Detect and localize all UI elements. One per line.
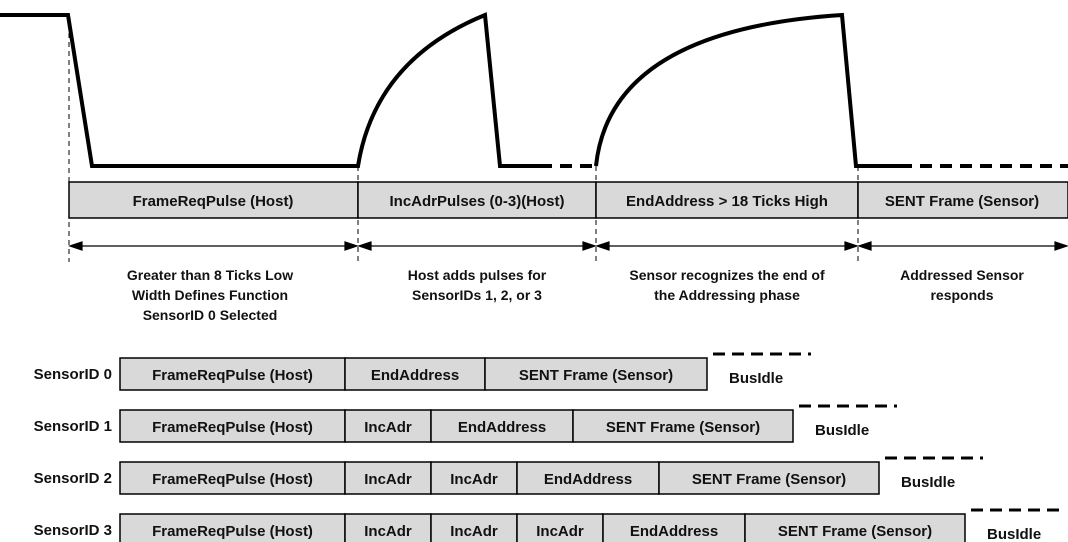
sensor-row-cell-label: IncAdr	[364, 471, 412, 488]
sensor-row-cell	[602, 513, 746, 542]
sensor-row-cell-label: FrameReqPulse (Host)	[152, 367, 313, 384]
waveform-trace	[0, 12, 540, 168]
bus-idle-label: BusIdle	[901, 474, 955, 491]
sensor-row-cell	[430, 409, 574, 443]
sensor-row-cell	[658, 461, 880, 495]
sensor-row-cell-label: SENT Frame (Sensor)	[606, 419, 760, 436]
sensor-row-cell-label: IncAdr	[364, 523, 412, 540]
phase-descriptions: Greater than 8 Ticks Low Width Defines F…	[127, 267, 1025, 323]
sensor-row-cell-label: FrameReqPulse (Host)	[152, 471, 313, 488]
segment-label: IncAdrPulses (0-3)(Host)	[389, 193, 564, 210]
sensor-row-cell-label: FrameReqPulse (Host)	[152, 419, 313, 436]
sensor-row-label: SensorID 1	[34, 418, 112, 435]
segment-box	[68, 181, 359, 219]
sensor-row-cell-label: IncAdr	[536, 523, 584, 540]
bus-idle-label: BusIdle	[815, 422, 869, 439]
segment-box	[595, 181, 859, 219]
sensor-row-cell	[119, 357, 346, 391]
arrow-left-icon	[68, 241, 83, 251]
sensor-row-cell	[430, 513, 518, 542]
description-line: Greater than 8 Ticks Low	[127, 267, 293, 283]
sensor-row-cell-label: EndAddress	[371, 367, 459, 384]
sensor-row-cell	[484, 357, 708, 391]
sensor-row-cell-label: EndAddress	[544, 471, 632, 488]
description-line: responds	[930, 287, 993, 303]
sensor-row-cell-label: IncAdr	[450, 523, 498, 540]
description-line: Sensor recognizes the end of	[629, 267, 825, 283]
sensor-row-cell	[572, 409, 794, 443]
description-line: SensorID 0 Selected	[143, 307, 278, 323]
sensor-row-cell-label: EndAddress	[630, 523, 718, 540]
sensor-row-cell	[744, 513, 966, 542]
sensor-row-cell	[516, 461, 660, 495]
description-line: the Addressing phase	[654, 287, 800, 303]
sensor-row-cell-label: EndAddress	[458, 419, 546, 436]
waveform-trace-2	[594, 12, 900, 168]
segment-box	[857, 181, 1068, 219]
sensor-row-cell-label: SENT Frame (Sensor)	[519, 367, 673, 384]
segment-bar: FrameReqPulse (Host) IncAdrPulses (0-3)(…	[68, 181, 1068, 219]
sensor-rows: SensorID 0 FrameReqPulse (Host) EndAddress…	[34, 352, 1066, 542]
sensor-row-cell-label: IncAdr	[364, 419, 412, 436]
sensor-row-label: SensorID 3	[34, 522, 112, 539]
arrow-left-icon	[595, 241, 610, 251]
arrow-left-icon	[857, 241, 872, 251]
sensor-row-cell-label: IncAdr	[450, 471, 498, 488]
sensor-row-cell	[119, 513, 346, 542]
bus-idle-label: BusIdle	[987, 526, 1041, 542]
description-line: Host adds pulses for	[408, 267, 547, 283]
dimension-arrows	[68, 241, 1068, 251]
sensor-row-label: SensorID 2	[34, 470, 112, 487]
segment-box	[357, 181, 597, 219]
sensor-row-cell	[119, 461, 346, 495]
arrow-right-icon	[582, 241, 597, 251]
sensor-row-cell-label: SENT Frame (Sensor)	[778, 523, 932, 540]
arrow-right-icon	[844, 241, 859, 251]
arrow-right-icon	[344, 241, 359, 251]
sensor-row-label: SensorID 0	[34, 366, 112, 383]
sensor-row-cell	[430, 461, 518, 495]
sensor-row-cell	[344, 357, 486, 391]
arrow-right-icon	[1054, 241, 1068, 251]
sensor-row-cell	[119, 409, 346, 443]
segment-label: EndAddress > 18 Ticks High	[626, 193, 828, 210]
waveform	[0, 12, 1068, 168]
description-line: Width Defines Function	[132, 287, 288, 303]
bus-idle-label: BusIdle	[729, 370, 783, 387]
sensor-row-cell	[344, 513, 432, 542]
sensor-row-cell-label: FrameReqPulse (Host)	[152, 523, 313, 540]
sensor-row-cell-label: SENT Frame (Sensor)	[692, 471, 846, 488]
phase-markers	[68, 15, 859, 262]
arrow-left-icon	[357, 241, 372, 251]
segment-label: SENT Frame (Sensor)	[885, 193, 1039, 210]
segment-label: FrameReqPulse (Host)	[133, 193, 294, 210]
description-line: SensorIDs 1, 2, or 3	[412, 287, 542, 303]
sensor-row-cell	[344, 409, 432, 443]
sensor-row-cell	[344, 461, 432, 495]
description-line: Addressed Sensor	[900, 267, 1024, 283]
